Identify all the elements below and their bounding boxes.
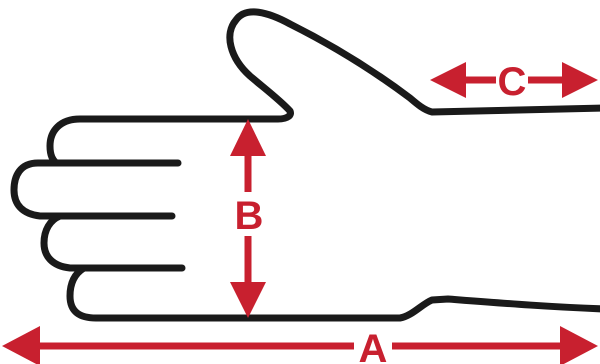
measurement-a-label: A	[359, 327, 388, 364]
measurement-b-label: B	[235, 194, 264, 238]
measurement-b-arrowhead-bottom	[230, 282, 266, 318]
measurement-c-arrowhead-right	[562, 62, 598, 98]
measurement-c: C	[430, 60, 598, 104]
hand-silhouette	[10, 8, 600, 322]
measurement-b: B	[230, 119, 266, 318]
measurement-a-arrowhead-right	[560, 326, 598, 364]
measurement-c-arrowhead-left	[430, 62, 466, 98]
measurement-b-arrowhead-top	[230, 119, 266, 156]
measurement-a-arrowhead-left	[2, 326, 40, 364]
measurement-c-label: C	[498, 60, 527, 104]
hand-outline	[10, 8, 600, 322]
measurement-a: A	[2, 326, 598, 364]
